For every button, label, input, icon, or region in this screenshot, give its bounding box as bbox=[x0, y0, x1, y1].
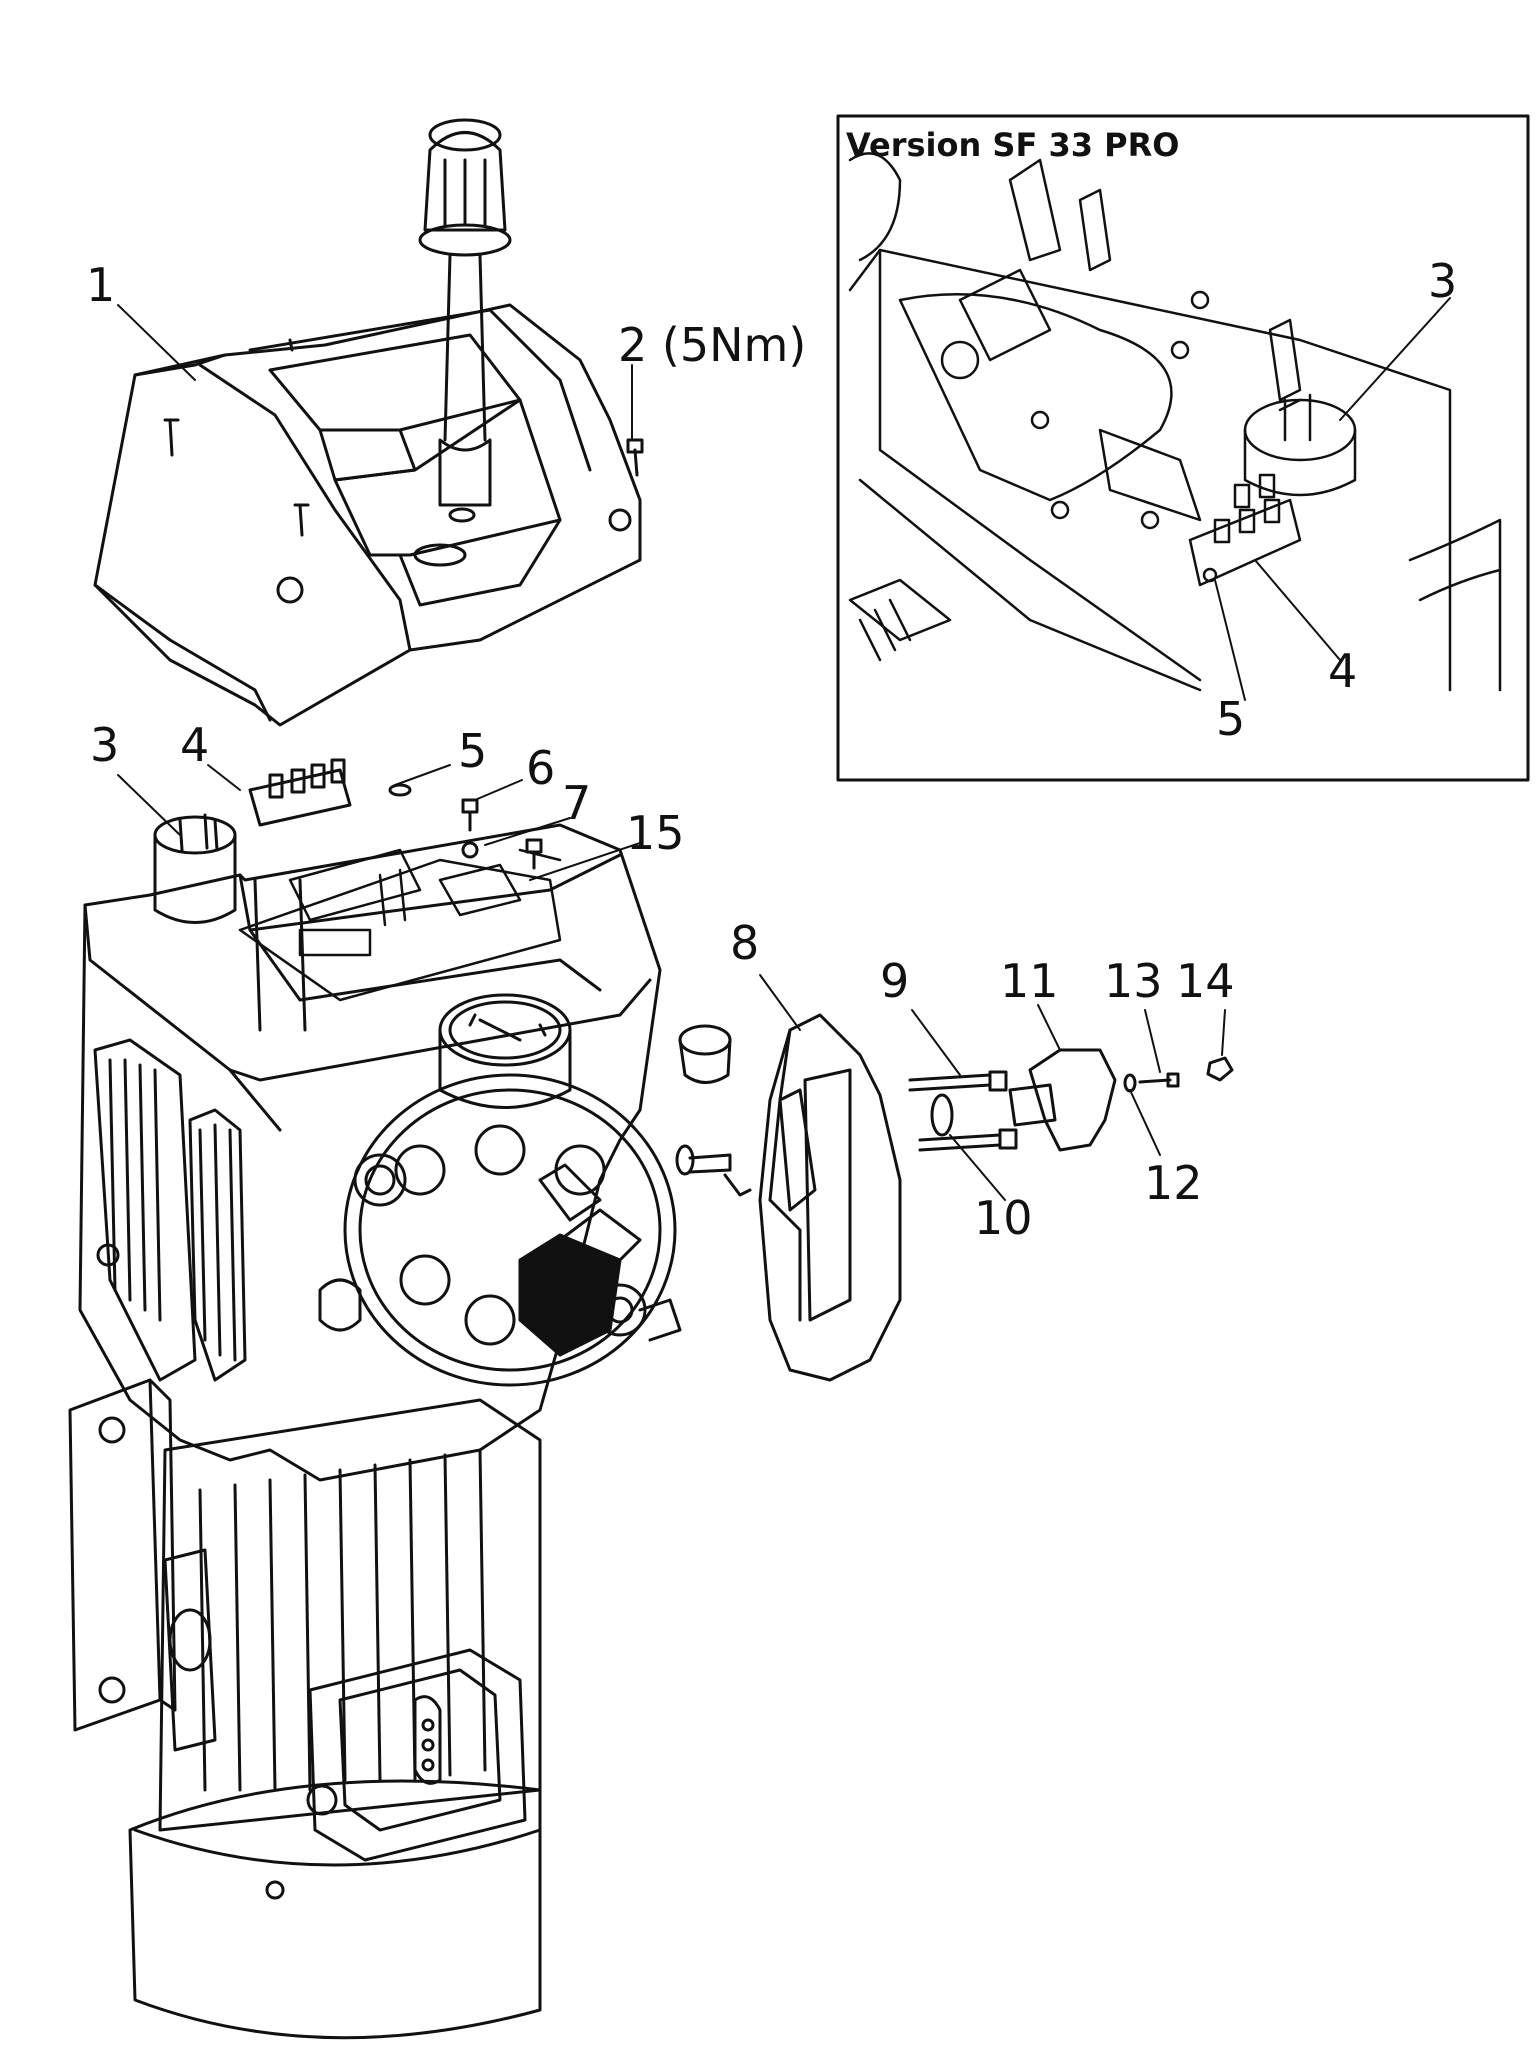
main-leader-lines bbox=[117, 304, 1226, 1201]
side-pin bbox=[675, 1144, 752, 1197]
circuit-board-15 bbox=[238, 848, 562, 1002]
capacitor-3 bbox=[153, 813, 237, 924]
inset-callout-5: 5 bbox=[1216, 692, 1246, 746]
callout-6: 6 bbox=[526, 741, 556, 795]
screw-2 bbox=[626, 438, 644, 477]
front-cover-8 bbox=[758, 1013, 902, 1382]
callout-8: 8 bbox=[730, 916, 760, 970]
inset-callout-4: 4 bbox=[1328, 644, 1358, 698]
control-knob-shaft bbox=[418, 118, 512, 523]
nut-14 bbox=[1206, 1056, 1234, 1082]
o-ring-10 bbox=[930, 1093, 954, 1137]
inset-frame bbox=[836, 114, 1530, 782]
inset-callout-3: 3 bbox=[1428, 254, 1458, 308]
callout-1: 1 bbox=[86, 258, 116, 312]
pressure-gauge bbox=[438, 993, 572, 1109]
inset-title: Version SF 33 PRO bbox=[846, 126, 1180, 164]
callout-13: 13 bbox=[1104, 954, 1163, 1008]
inset-terminal-block bbox=[1188, 473, 1302, 587]
junction-box bbox=[306, 1648, 527, 1862]
inset-housing-interior bbox=[848, 152, 1502, 692]
sealing-cap bbox=[678, 1024, 732, 1084]
main-housing bbox=[78, 823, 662, 1482]
callout-5: 5 bbox=[458, 724, 488, 778]
inset-capacitor bbox=[1243, 393, 1357, 497]
adjustment-roller bbox=[518, 1208, 682, 1357]
callout-11: 11 bbox=[1000, 954, 1059, 1008]
motor-end-cap bbox=[128, 1779, 542, 2040]
small-parts-5-6-7 bbox=[388, 783, 543, 870]
motor-body bbox=[158, 1398, 542, 1832]
inset-version-sf33pro bbox=[836, 114, 1530, 782]
selector-knob-11 bbox=[1008, 1048, 1117, 1152]
callout-4: 4 bbox=[180, 718, 210, 772]
pump-head bbox=[318, 1073, 677, 1387]
callout-2-5nm: 2 (5Nm) bbox=[618, 318, 807, 372]
inset-leader-lines bbox=[1214, 297, 1451, 701]
screw-13 bbox=[1138, 1072, 1180, 1088]
mounting-bracket bbox=[68, 1378, 177, 1732]
callout-12: 12 bbox=[1144, 1156, 1203, 1210]
callout-10: 10 bbox=[974, 1191, 1033, 1245]
callout-14: 14 bbox=[1176, 954, 1235, 1008]
callout-15: 15 bbox=[626, 806, 685, 860]
washer-12 bbox=[1123, 1073, 1137, 1093]
callout-3: 3 bbox=[90, 718, 120, 772]
callout-9: 9 bbox=[880, 954, 910, 1008]
top-cover bbox=[93, 303, 642, 727]
terminal-block-4 bbox=[248, 758, 352, 827]
callout-7: 7 bbox=[562, 776, 592, 830]
screws-9 bbox=[908, 1070, 1018, 1152]
